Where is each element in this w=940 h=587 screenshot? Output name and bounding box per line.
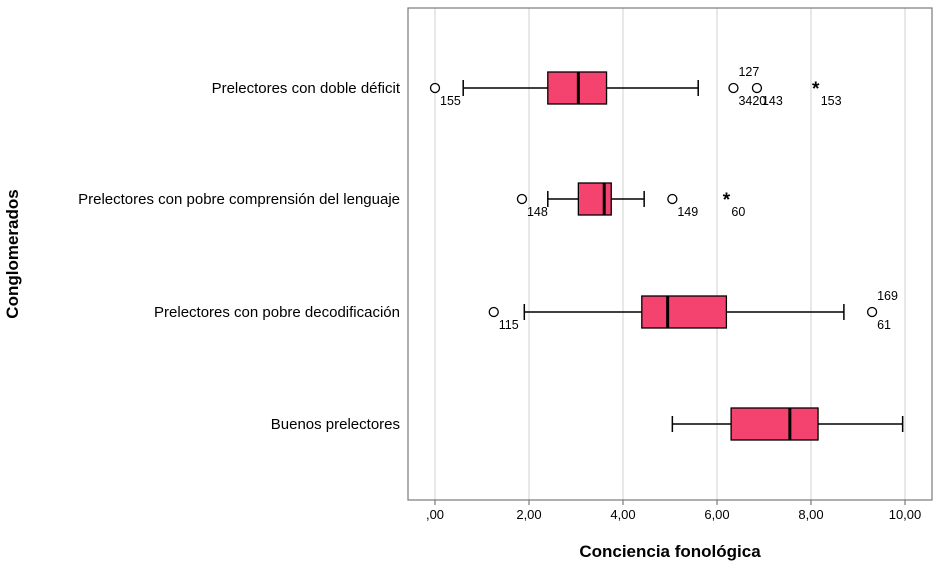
chart-layer: ,00 2,00 4,00 6,00 8,00 10,00 Prelectores con … [78, 7, 933, 522]
outlier-case-label: 155 [440, 94, 461, 108]
x-tick-label: 6,00 [704, 507, 729, 522]
x-tick-label: ,00 [426, 507, 444, 522]
outlier-case-label: 115 [499, 318, 519, 332]
category-label: Buenos prelectores [271, 416, 400, 433]
outlier-case-label: 153 [821, 94, 842, 108]
outlier-case-label: 60 [731, 205, 745, 219]
x-tick-label: 8,00 [798, 507, 823, 522]
category-label: Prelectores con pobre comprensión del le… [78, 191, 400, 208]
box [577, 182, 612, 216]
x-axis-title: Conciencia fonológica [579, 542, 761, 561]
outlier-circle-marker [728, 82, 739, 94]
outlier-case-label: 127 [738, 65, 759, 79]
outlier-case-label: 143 [762, 94, 783, 108]
category-label: Prelectores con doble déficit [212, 80, 401, 97]
plot-frame [407, 7, 933, 501]
box [641, 295, 728, 329]
outlier-circle-marker [667, 193, 678, 205]
x-tick-label: 10,00 [889, 507, 922, 522]
x-tick-label: 2,00 [516, 507, 541, 522]
outlier-asterisk-marker: * [812, 79, 820, 100]
outlier-case-label: 3420 [738, 94, 766, 108]
outlier-asterisk-marker: * [723, 190, 731, 211]
outlier-circle-marker [516, 193, 528, 205]
outlier-circle-marker [488, 306, 499, 318]
box [730, 407, 819, 441]
outlier-case-label: 61 [877, 318, 891, 332]
outlier-circle-marker [751, 82, 763, 94]
outlier-circle-marker [866, 306, 878, 318]
outlier-case-label: 148 [527, 205, 548, 219]
outlier-circle-marker [429, 82, 441, 94]
outlier-case-label: 169 [877, 289, 898, 303]
outlier-case-label: 149 [677, 205, 698, 219]
y-axis-title: Conglomerados [3, 189, 22, 318]
category-label: Prelectores con pobre decodificación [154, 304, 400, 321]
x-tick-label: 4,00 [610, 507, 635, 522]
